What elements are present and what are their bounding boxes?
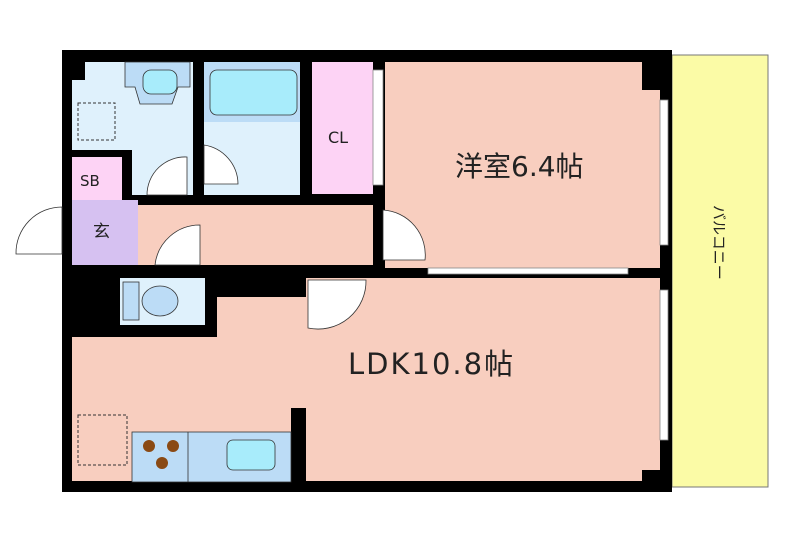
toilet-door bbox=[154, 224, 201, 266]
storage-label: SB bbox=[80, 172, 100, 190]
door bbox=[146, 156, 188, 196]
washer-pan bbox=[77, 102, 116, 141]
front-door bbox=[15, 206, 63, 255]
balcony bbox=[671, 54, 769, 488]
entrance bbox=[72, 200, 138, 265]
toilet-bowl bbox=[141, 285, 179, 317]
ldk-label: LDK10.8帖 bbox=[348, 347, 515, 381]
closet-label: CL bbox=[328, 128, 348, 147]
bathtub bbox=[209, 69, 298, 116]
stove-burner bbox=[167, 440, 179, 452]
western-room-label: 洋室6.4帖 bbox=[455, 150, 584, 183]
storage-sb bbox=[72, 157, 122, 200]
stove-burner bbox=[143, 440, 155, 452]
balcony-label: バルコニー bbox=[710, 205, 728, 280]
washbasin-bowl bbox=[142, 69, 178, 95]
closet bbox=[312, 62, 373, 194]
window bbox=[659, 99, 669, 246]
fridge-space bbox=[77, 414, 128, 466]
bath-door bbox=[203, 144, 239, 185]
kitchen-sink bbox=[226, 439, 276, 471]
stove-burner bbox=[156, 457, 168, 469]
entrance-label: 玄 bbox=[93, 222, 110, 242]
western-room bbox=[385, 62, 642, 268]
ldk-door bbox=[307, 279, 367, 330]
western-room-door bbox=[382, 209, 426, 261]
toilet-tank bbox=[122, 281, 140, 321]
